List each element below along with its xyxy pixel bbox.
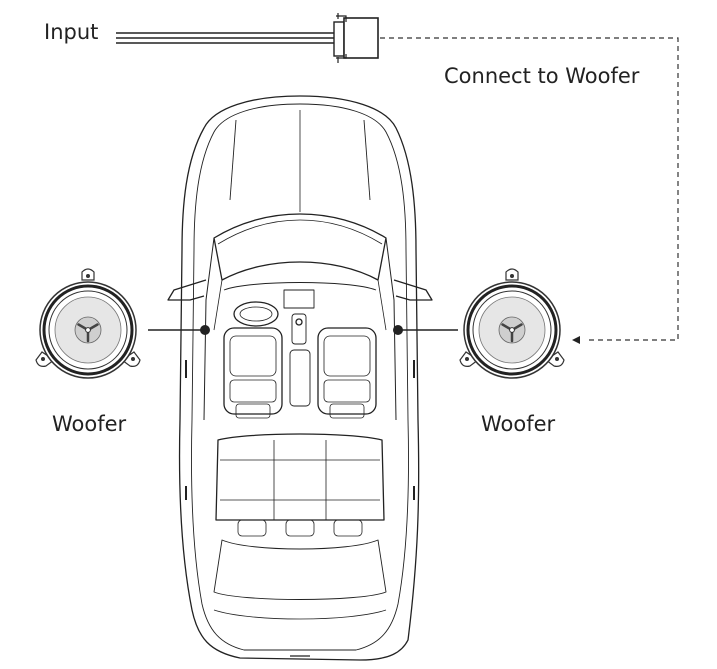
input-label: Input xyxy=(44,20,99,44)
rear-seat xyxy=(215,433,385,537)
front-seat-left xyxy=(223,327,283,419)
front-seat-right xyxy=(317,327,377,419)
woofer-right-icon xyxy=(458,267,566,380)
connect-to-woofer-label: Connect to Woofer xyxy=(444,64,640,88)
woofer-left-label: Woofer xyxy=(52,412,127,436)
speaker-wire-left xyxy=(148,325,210,335)
input-cable xyxy=(116,32,335,44)
input-connector xyxy=(333,13,379,63)
arrow-icon xyxy=(572,336,580,344)
woofer-left-icon xyxy=(34,267,142,380)
car-top-view xyxy=(167,95,433,661)
woofer-right-label: Woofer xyxy=(481,412,556,436)
connection-dashed-line xyxy=(380,37,679,344)
speaker-wire-right xyxy=(393,325,458,335)
